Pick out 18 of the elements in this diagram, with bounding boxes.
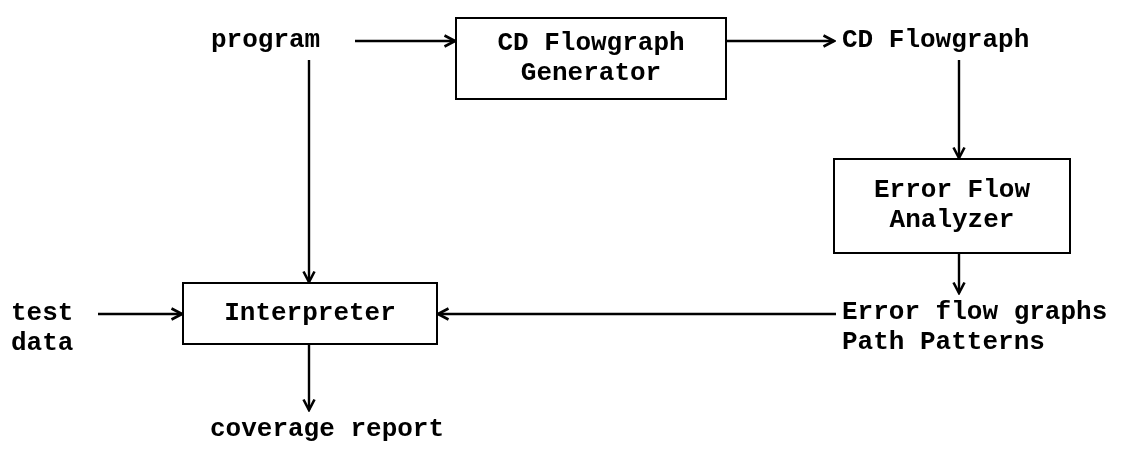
box-label: Interpreter bbox=[224, 298, 396, 329]
process-box bbox=[455, 17, 727, 100]
flow-label: program bbox=[211, 26, 321, 56]
process-box bbox=[833, 158, 1071, 254]
arrow bbox=[98, 307, 184, 321]
arrow bbox=[952, 60, 966, 160]
arrow bbox=[727, 34, 836, 48]
process-box bbox=[182, 282, 438, 345]
flow-label: CD Flowgraph bbox=[842, 26, 1030, 56]
arrow bbox=[952, 254, 966, 295]
arrow bbox=[302, 345, 316, 412]
arrow bbox=[302, 60, 316, 284]
arrow bbox=[355, 34, 457, 48]
flow-label: coverage report bbox=[210, 415, 445, 445]
flow-label: Error flow graphs Path Patterns bbox=[842, 298, 1109, 358]
box-label: Error Flow Analyzer bbox=[873, 176, 1031, 236]
flow-label: test data bbox=[11, 299, 75, 359]
box-label: CD Flowgraph Generator bbox=[496, 28, 686, 89]
